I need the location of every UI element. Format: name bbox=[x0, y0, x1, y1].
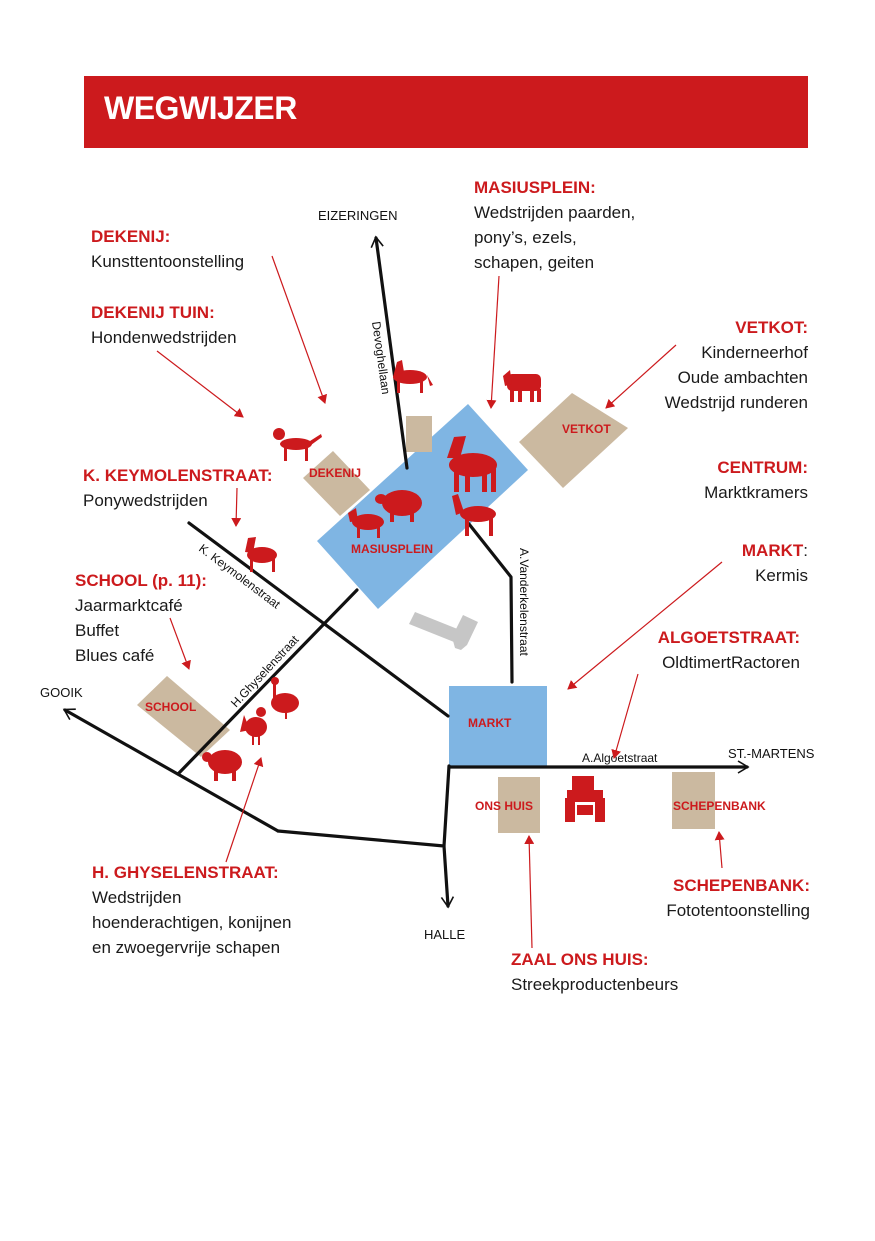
label-markt-line: Kermis bbox=[755, 566, 808, 585]
label-ghyselen: H. GHYSELENSTRAAT: Wedstrijden hoenderac… bbox=[92, 860, 291, 960]
dekenij-building bbox=[303, 451, 370, 516]
road-vanderkelenstraat bbox=[467, 522, 514, 684]
label-algoet-title: ALGOETSTRAAT: bbox=[657, 628, 800, 647]
goose-icon bbox=[271, 677, 299, 719]
arrow-markt bbox=[567, 561, 723, 690]
pony-icon bbox=[447, 436, 497, 492]
label-dekenij-tuin-title: DEKENIJ TUIN: bbox=[91, 303, 215, 322]
sheep-icon bbox=[375, 490, 422, 522]
road-devoghellaan bbox=[370, 235, 409, 470]
dir-north: EIZERINGEN bbox=[318, 208, 397, 223]
label-vetkot-line-1: Kinderneerhof bbox=[701, 343, 808, 362]
label-schepenbank-title: SCHEPENBANK: bbox=[673, 876, 810, 895]
label-dekenij-line: Kunsttentoonstelling bbox=[91, 252, 245, 271]
label-ghyselen-line-1: Wedstrijden bbox=[92, 888, 182, 907]
markt-square bbox=[449, 686, 547, 766]
label-masiusplein-line-3: schapen, geiten bbox=[474, 253, 595, 272]
label-ghyselen-title: H. GHYSELENSTRAAT: bbox=[92, 863, 279, 882]
label-school: SCHOOL (p. 11): Jaarmarktcafé Buffet Blu… bbox=[75, 568, 207, 668]
label-masiusplein-line-1: Wedstrijden paarden, bbox=[474, 203, 636, 222]
road-ghyselenstraat bbox=[176, 588, 359, 776]
arrow-vetkot bbox=[605, 344, 677, 409]
label-ons-huis-building: ONS HUIS bbox=[475, 799, 533, 813]
road-keymolenstraat bbox=[187, 521, 450, 718]
label-keymolen: K. KEYMOLENSTRAAT: Ponywedstrijden bbox=[83, 463, 273, 513]
label-algoet: ALGOETSTRAAT: OldtimertRactoren bbox=[658, 625, 800, 675]
pony-icon-keymolenstraat bbox=[245, 537, 277, 572]
horse-icon bbox=[393, 360, 433, 393]
label-dekenij: DEKENIJ: Kunsttentoonstelling bbox=[91, 224, 244, 274]
label-markt-square: MARKT bbox=[468, 716, 512, 730]
label-ons-huis: ZAAL ONS HUIS: Streekproductenbeurs bbox=[511, 947, 678, 997]
label-masiusplein-title: MASIUSPLEIN: bbox=[474, 178, 596, 197]
page-title: WEGWIJZER bbox=[104, 90, 297, 126]
label-centrum: CENTRUM: Marktkramers bbox=[704, 455, 808, 505]
sheep-icon-ghyselenstraat bbox=[202, 750, 242, 781]
label-ghyselen-line-2: hoenderachtigen, konijnen bbox=[92, 913, 292, 932]
arrow-dekenij-tuin bbox=[156, 350, 244, 418]
arrow-keymolenstraat bbox=[231, 487, 242, 527]
label-vetkot-title: VETKOT: bbox=[735, 318, 808, 337]
label-masiusplein-line-2: pony’s, ezels, bbox=[474, 228, 577, 247]
label-markt-title: MARKT bbox=[741, 541, 804, 560]
label-centrum-title: CENTRUM: bbox=[717, 458, 808, 477]
dir-east: ST.-MARTENS bbox=[728, 746, 815, 761]
label-dekenij-tuin: DEKENIJ TUIN: Hondenwedstrijden bbox=[91, 300, 237, 350]
cow-icon bbox=[503, 370, 541, 402]
label-keymolen-title: K. KEYMOLENSTRAAT: bbox=[83, 466, 273, 485]
dir-south: HALLE bbox=[424, 927, 466, 942]
arrow-school bbox=[169, 617, 191, 670]
small-building bbox=[406, 416, 432, 452]
arrow-masiusplein bbox=[486, 275, 500, 409]
road-halle bbox=[276, 829, 455, 909]
rooster-icon bbox=[240, 707, 267, 745]
label-ghyselen-line-3: en zwoegervrije schapen bbox=[92, 938, 281, 957]
label-vetkot-line-2: Oude ambachten bbox=[677, 368, 808, 387]
label-vetkot-building: VETKOT bbox=[562, 422, 611, 436]
label-school-line-1: Jaarmarktcafé bbox=[75, 596, 183, 615]
ons-huis-building bbox=[498, 777, 540, 833]
school-building bbox=[137, 676, 230, 757]
label-school-line-3: Blues café bbox=[75, 646, 155, 665]
arrow-algoetstraat bbox=[611, 673, 639, 759]
arrow-ghyselenstraat bbox=[225, 757, 264, 863]
label-dekenij-building: DEKENIJ bbox=[309, 466, 361, 480]
schepenbank-building bbox=[672, 772, 715, 829]
label-masiusplein-square: MASIUSPLEIN bbox=[351, 542, 433, 556]
label-schepenbank-line: Fototentoonstelling bbox=[666, 901, 810, 920]
label-schepenbank-building: SCHEPENBANK bbox=[673, 799, 766, 813]
label-centrum-line: Marktkramers bbox=[704, 483, 808, 502]
label-school-line-2: Buffet bbox=[75, 621, 120, 640]
label-vetkot-line-3: Wedstrijd runderen bbox=[664, 393, 808, 412]
label-school-title: SCHOOL (p. 11): bbox=[75, 571, 207, 590]
vetkot-building bbox=[519, 393, 628, 488]
label-school-building: SCHOOL bbox=[145, 700, 196, 714]
donkey-icon bbox=[452, 494, 496, 536]
label-keymolen-line: Ponywedstrijden bbox=[83, 491, 208, 510]
arrow-schepenbank bbox=[714, 831, 725, 869]
title-banner: WEGWIJZER bbox=[84, 76, 808, 148]
label-markt-suffix: : bbox=[803, 541, 808, 560]
label-dekenij-title: DEKENIJ: bbox=[91, 227, 171, 246]
label-algoet-line: OldtimertRactoren bbox=[662, 653, 800, 672]
label-schepenbank: SCHEPENBANK: Fototentoonstelling bbox=[666, 873, 810, 923]
road-gooik bbox=[62, 708, 280, 833]
label-masiusplein: MASIUSPLEIN: Wedstrijden paarden, pony’s… bbox=[474, 175, 635, 275]
tractor-icon bbox=[565, 776, 605, 822]
street-vanderkelenstraat: A.Vanderkelenstraat bbox=[517, 548, 531, 657]
dog-icon bbox=[273, 428, 322, 461]
street-algoetstraat: A.Algoetstraat bbox=[582, 751, 658, 765]
arrow-dekenij bbox=[271, 255, 327, 404]
label-ons-huis-title: ZAAL ONS HUIS: bbox=[511, 950, 649, 969]
dir-west: GOOIK bbox=[40, 685, 83, 700]
parking-icon bbox=[409, 612, 478, 650]
arrow-ons-huis bbox=[524, 835, 535, 949]
label-vetkot: VETKOT: Kinderneerhof Oude ambachten Wed… bbox=[665, 315, 808, 415]
label-markt: MARKT: Kermis bbox=[742, 538, 808, 588]
road-markt-west bbox=[442, 764, 451, 848]
label-dekenij-tuin-line: Hondenwedstrijden bbox=[91, 328, 237, 347]
goat-icon bbox=[348, 508, 384, 538]
label-ons-huis-line: Streekproductenbeurs bbox=[511, 975, 679, 994]
